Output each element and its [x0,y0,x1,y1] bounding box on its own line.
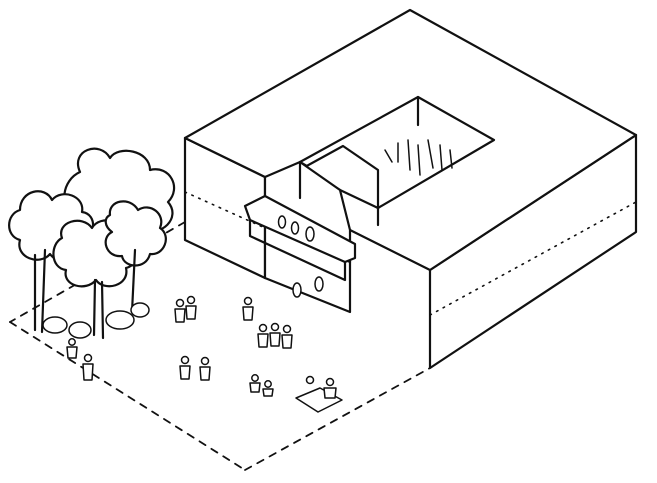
person-figure [174,295,197,323]
person-figure [82,353,94,381]
entrance-people [292,276,324,298]
person-figure [66,338,78,359]
floor-line-left [184,191,266,229]
plaza-figures [66,295,343,413]
person-figure [179,355,211,381]
person-figure [295,375,343,413]
person-figure [249,374,274,397]
balcony-people [277,215,315,242]
person-figure [242,296,254,321]
person-figure [257,322,293,349]
building-block [183,8,638,370]
tree-canopy [104,200,167,267]
tree-group [8,147,176,340]
courtyard-windows [384,139,453,176]
floor-line-right [429,201,637,316]
